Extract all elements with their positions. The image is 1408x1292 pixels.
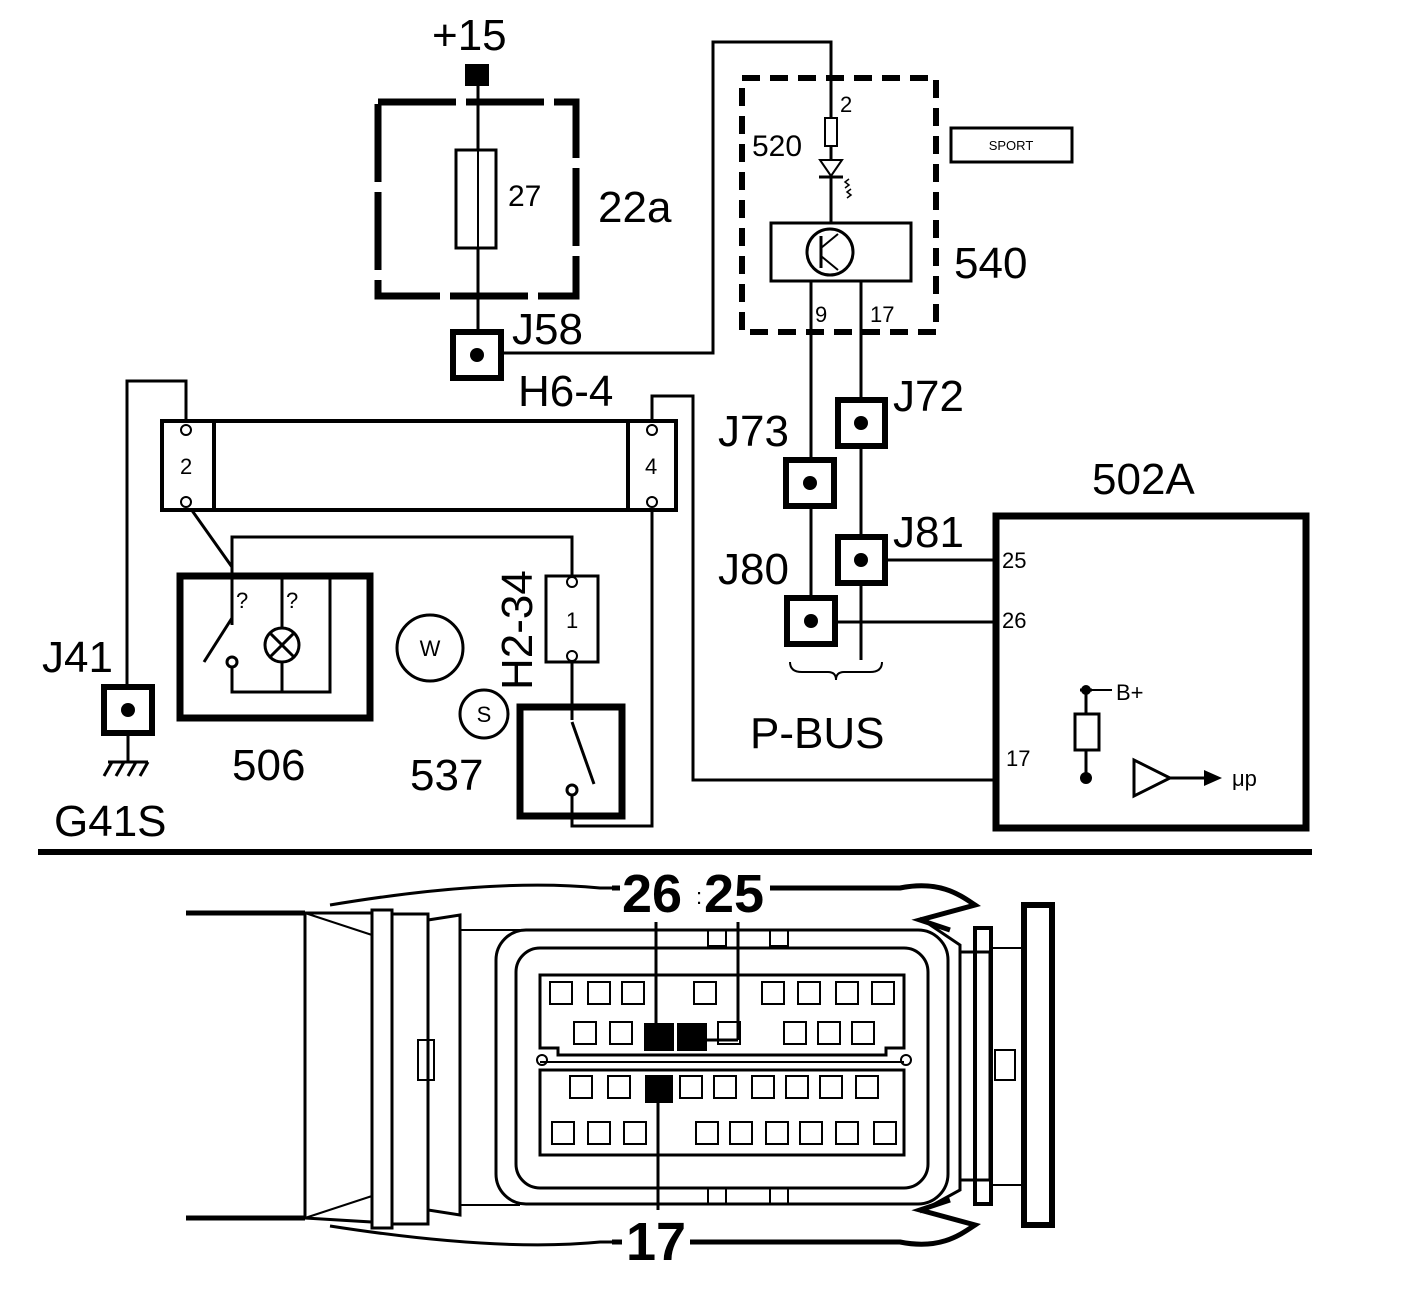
cu-pin-17-label: 17 [1006,746,1030,771]
led-pin-label: 2 [840,92,852,117]
pin-17-label: 17 [626,1212,686,1272]
led-520-icon [818,159,853,199]
s-symbol-label: S [477,702,492,727]
fuse-box-label: 22a [598,183,672,232]
pullup-circuit [1073,685,1222,799]
connector-j73 [783,457,837,509]
connector-j81 [835,534,888,586]
p-bus-brace [789,661,883,681]
pin-25-cell [677,1023,707,1051]
w-symbol-label: W [420,636,441,661]
sport-button [949,126,1074,164]
sport-button-label: SPORT [989,138,1034,153]
pin-9-label: 9 [815,302,827,327]
pin-pointer-lines [612,885,780,1245]
micro-label: μp [1232,766,1257,791]
connector-j81-label: J81 [893,508,964,557]
amplifier-icon [1132,757,1174,799]
connector-h6-4 [160,419,678,512]
connector-j41 [101,684,155,736]
pin-26-cell [644,1023,674,1051]
connector-h6-4-label: H6-4 [518,367,613,416]
connector-j41-label: J41 [42,633,113,682]
transistor-icon [805,227,855,277]
switch-506-internals [202,578,332,694]
supply-label: +15 [432,11,507,60]
fuse-27 [454,148,498,250]
switch-537 [516,703,626,820]
pin-25-label: 25 [704,864,764,924]
wires [125,40,995,828]
control-unit-label: 502A [1092,455,1195,504]
connector-h2-34-label: H2-34 [493,570,542,690]
unknown-label-2: ? [286,588,298,613]
b-plus-label: B+ [1116,680,1144,705]
supply-terminal [465,64,489,86]
p-bus-label: P-BUS [750,709,884,758]
unknown-label-1: ? [236,588,248,613]
connector-j58 [450,329,504,381]
arrow-icon [1204,770,1222,786]
pullup-resistor [1073,712,1101,752]
fuse-box-22a [374,98,580,300]
pin-26-label: 26 [622,864,682,924]
module-540-label: 540 [954,239,1027,288]
switch-537-internals [565,721,596,797]
ground-g41s-label: G41S [54,797,167,846]
connector-j80-label: J80 [718,545,789,594]
connector-h2-34 [544,574,600,664]
fuse-label: 27 [508,180,541,213]
control-unit-502a [992,512,1310,832]
led-520-label: 520 [752,130,802,163]
pin-17-top-label: 17 [870,302,894,327]
pin-separator: : [696,884,702,909]
connector-j58-label: J58 [512,305,583,354]
module-540-boundary [739,75,939,335]
switch-506 [176,572,374,722]
switch-537-label: 537 [410,751,483,800]
connector-j72-label: J72 [893,372,964,421]
connector-j72 [835,397,888,449]
w-symbol-icon [395,613,465,683]
switch-506-label: 506 [232,741,305,790]
connector-j80 [784,595,838,647]
h6-pin-2-label: 2 [180,454,192,479]
h2-pin-1-label: 1 [566,608,578,633]
pin-17-cell [645,1075,673,1103]
h6-pin-4-label: 4 [645,454,657,479]
cu-pin-25-label: 25 [1002,548,1026,573]
cu-pin-26-label: 26 [1002,608,1026,633]
ground-icon [102,733,150,777]
connector-j73-label: J73 [718,407,789,456]
pin-label-bg-bottom [624,1212,690,1264]
led-resistor [824,117,838,147]
connector-face-view [186,883,1055,1247]
pin-label-bg-top [620,868,770,918]
lamp-icon [263,626,301,664]
connector-pin-grid [549,981,897,1145]
s-symbol-icon [458,688,510,740]
